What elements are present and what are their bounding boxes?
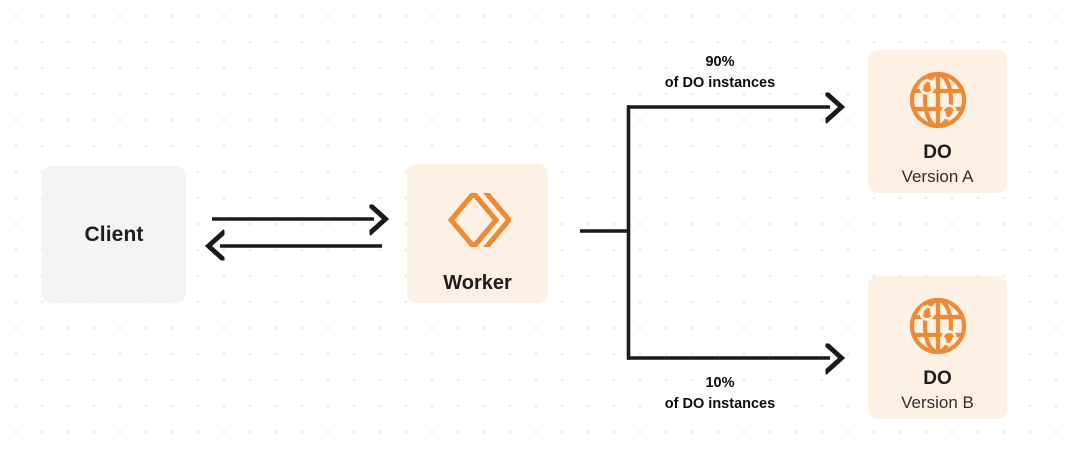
- node-do-a-title: DO: [923, 142, 952, 163]
- edge-label-do-b: 10% of DO instances: [627, 373, 813, 415]
- node-do-version-b[interactable]: DO Version B: [868, 276, 1007, 419]
- edge-label-do-a: 90% of DO instances: [627, 52, 813, 94]
- globe-icon: [906, 68, 970, 132]
- edge-label-do-b-description: of DO instances: [664, 396, 776, 413]
- node-do-b-subtitle: Version B: [901, 393, 974, 412]
- edge-label-do-a-description: of DO instances: [664, 75, 776, 92]
- cloudflare-workers-icon: [445, 190, 511, 250]
- node-client-label: Client: [84, 222, 144, 246]
- node-client[interactable]: Client: [42, 166, 186, 303]
- globe-icon: [906, 294, 970, 358]
- edge-label-do-b-percent: 10%: [705, 375, 735, 391]
- edge-label-do-a-percent: 90%: [705, 54, 735, 70]
- node-worker[interactable]: Worker: [407, 164, 548, 303]
- node-do-version-a[interactable]: DO Version A: [868, 50, 1007, 193]
- node-do-a-subtitle: Version A: [901, 167, 974, 186]
- node-worker-label: Worker: [443, 272, 512, 294]
- node-do-b-title: DO: [923, 368, 952, 389]
